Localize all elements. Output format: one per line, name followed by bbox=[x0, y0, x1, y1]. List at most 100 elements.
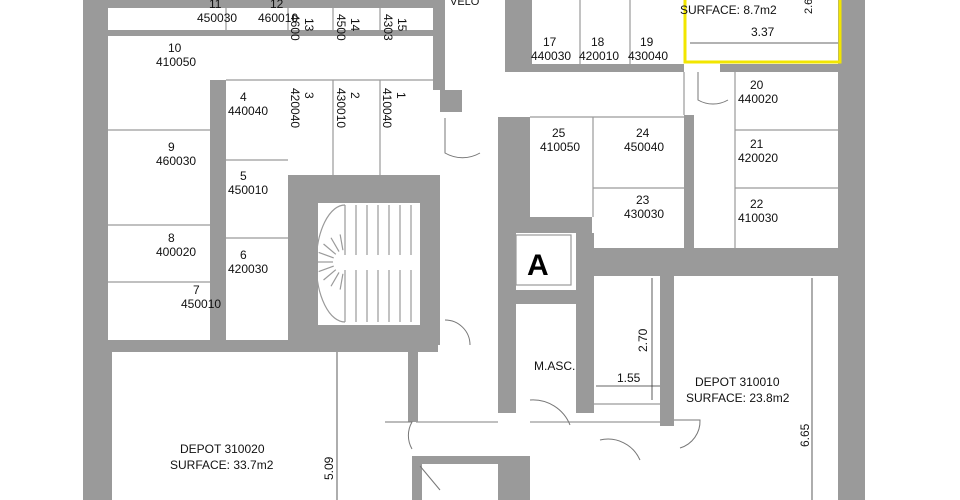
depot-a-name: DEPOT 310010 bbox=[695, 375, 780, 389]
cell-number: 8 bbox=[168, 231, 175, 245]
cell-code: 420030 bbox=[228, 262, 268, 276]
cell-code: 400020 bbox=[156, 245, 196, 259]
cell-number: 15 bbox=[395, 18, 409, 32]
cell-number: 14 bbox=[348, 18, 362, 32]
stair-tread bbox=[323, 269, 337, 281]
cell-number: 17 bbox=[543, 35, 557, 49]
cell-code: 410040 bbox=[380, 88, 394, 128]
cell-code: 420040 bbox=[288, 88, 302, 128]
stair-tread bbox=[330, 237, 340, 252]
cell-code: 420020 bbox=[738, 151, 778, 165]
cell-number: 19 bbox=[640, 35, 654, 49]
elevator-label: M.ASC. bbox=[534, 359, 575, 373]
cell-number: 4 bbox=[240, 90, 247, 104]
stair-tread bbox=[318, 265, 334, 273]
depot-a-dim: 6.65 bbox=[798, 423, 812, 447]
cell-number: 7 bbox=[193, 283, 200, 297]
cell-code: 440040 bbox=[228, 104, 268, 118]
cell-code: 4600 bbox=[288, 14, 302, 41]
stair-tread bbox=[339, 234, 344, 251]
cell-number: 24 bbox=[636, 126, 650, 140]
cell-code: 460010 bbox=[258, 11, 298, 25]
cell-code: 450040 bbox=[624, 140, 664, 154]
cell-number: 25 bbox=[552, 126, 566, 140]
cell-number: 12 bbox=[270, 0, 284, 11]
selected-width: 3.37 bbox=[751, 25, 775, 39]
cell-number: 6 bbox=[240, 248, 247, 262]
cell-number: 13 bbox=[302, 18, 316, 32]
cell-code: 410050 bbox=[540, 140, 580, 154]
cell-code: 410050 bbox=[156, 55, 196, 69]
velo-label: VELO bbox=[450, 0, 480, 8]
shaft-height: 2.70 bbox=[636, 328, 650, 352]
cell-code: 440030 bbox=[531, 49, 571, 63]
dimension-lines bbox=[336, 42, 838, 500]
shaft-width: 1.55 bbox=[617, 371, 641, 385]
stair-tread bbox=[318, 251, 334, 259]
cell-code: 460030 bbox=[156, 154, 196, 168]
stair-letter: A bbox=[527, 249, 549, 282]
stair-tread bbox=[330, 272, 340, 287]
cell-code: 410030 bbox=[738, 211, 778, 225]
cell-number: 3 bbox=[302, 92, 316, 99]
cell-number: 23 bbox=[636, 193, 650, 207]
cell-code: 4303 bbox=[381, 14, 395, 41]
cell-number: 1 bbox=[394, 92, 408, 99]
cell-number: 9 bbox=[168, 140, 175, 154]
partitions bbox=[108, 0, 838, 423]
cell-code: 450010 bbox=[181, 297, 221, 311]
cell-number: 22 bbox=[750, 197, 764, 211]
selected-surface: SURFACE: 8.7m2 bbox=[680, 3, 777, 17]
cell-code: 450030 bbox=[197, 11, 237, 25]
depot-a-surface: SURFACE: 23.8m2 bbox=[686, 391, 790, 405]
depot-b-surface: SURFACE: 33.7m2 bbox=[170, 458, 274, 472]
depot-b-name: DEPOT 310020 bbox=[180, 442, 265, 456]
cell-code: 4500 bbox=[334, 14, 348, 41]
door-swings bbox=[385, 72, 729, 491]
cell-number: 18 bbox=[591, 35, 605, 49]
stair-outline bbox=[315, 204, 346, 323]
cell-code: 450010 bbox=[228, 183, 268, 197]
cell-code: 430010 bbox=[334, 88, 348, 128]
cell-number: 2 bbox=[348, 92, 362, 99]
cell-number: 10 bbox=[168, 41, 182, 55]
cell-number: 5 bbox=[240, 169, 247, 183]
selected-room-highlight[interactable] bbox=[683, 0, 842, 64]
cell-code: 420010 bbox=[579, 49, 619, 63]
cell-number: 21 bbox=[750, 137, 764, 151]
stair-tread bbox=[339, 273, 344, 290]
cell-code: 430040 bbox=[628, 49, 668, 63]
depot-b-dim: 5.09 bbox=[322, 456, 336, 480]
stair-treads bbox=[315, 204, 412, 323]
cell-number: 20 bbox=[750, 78, 764, 92]
cell-code: 430030 bbox=[624, 207, 664, 221]
stair-tread bbox=[323, 243, 337, 255]
selected-height: 2.6 bbox=[803, 0, 815, 14]
